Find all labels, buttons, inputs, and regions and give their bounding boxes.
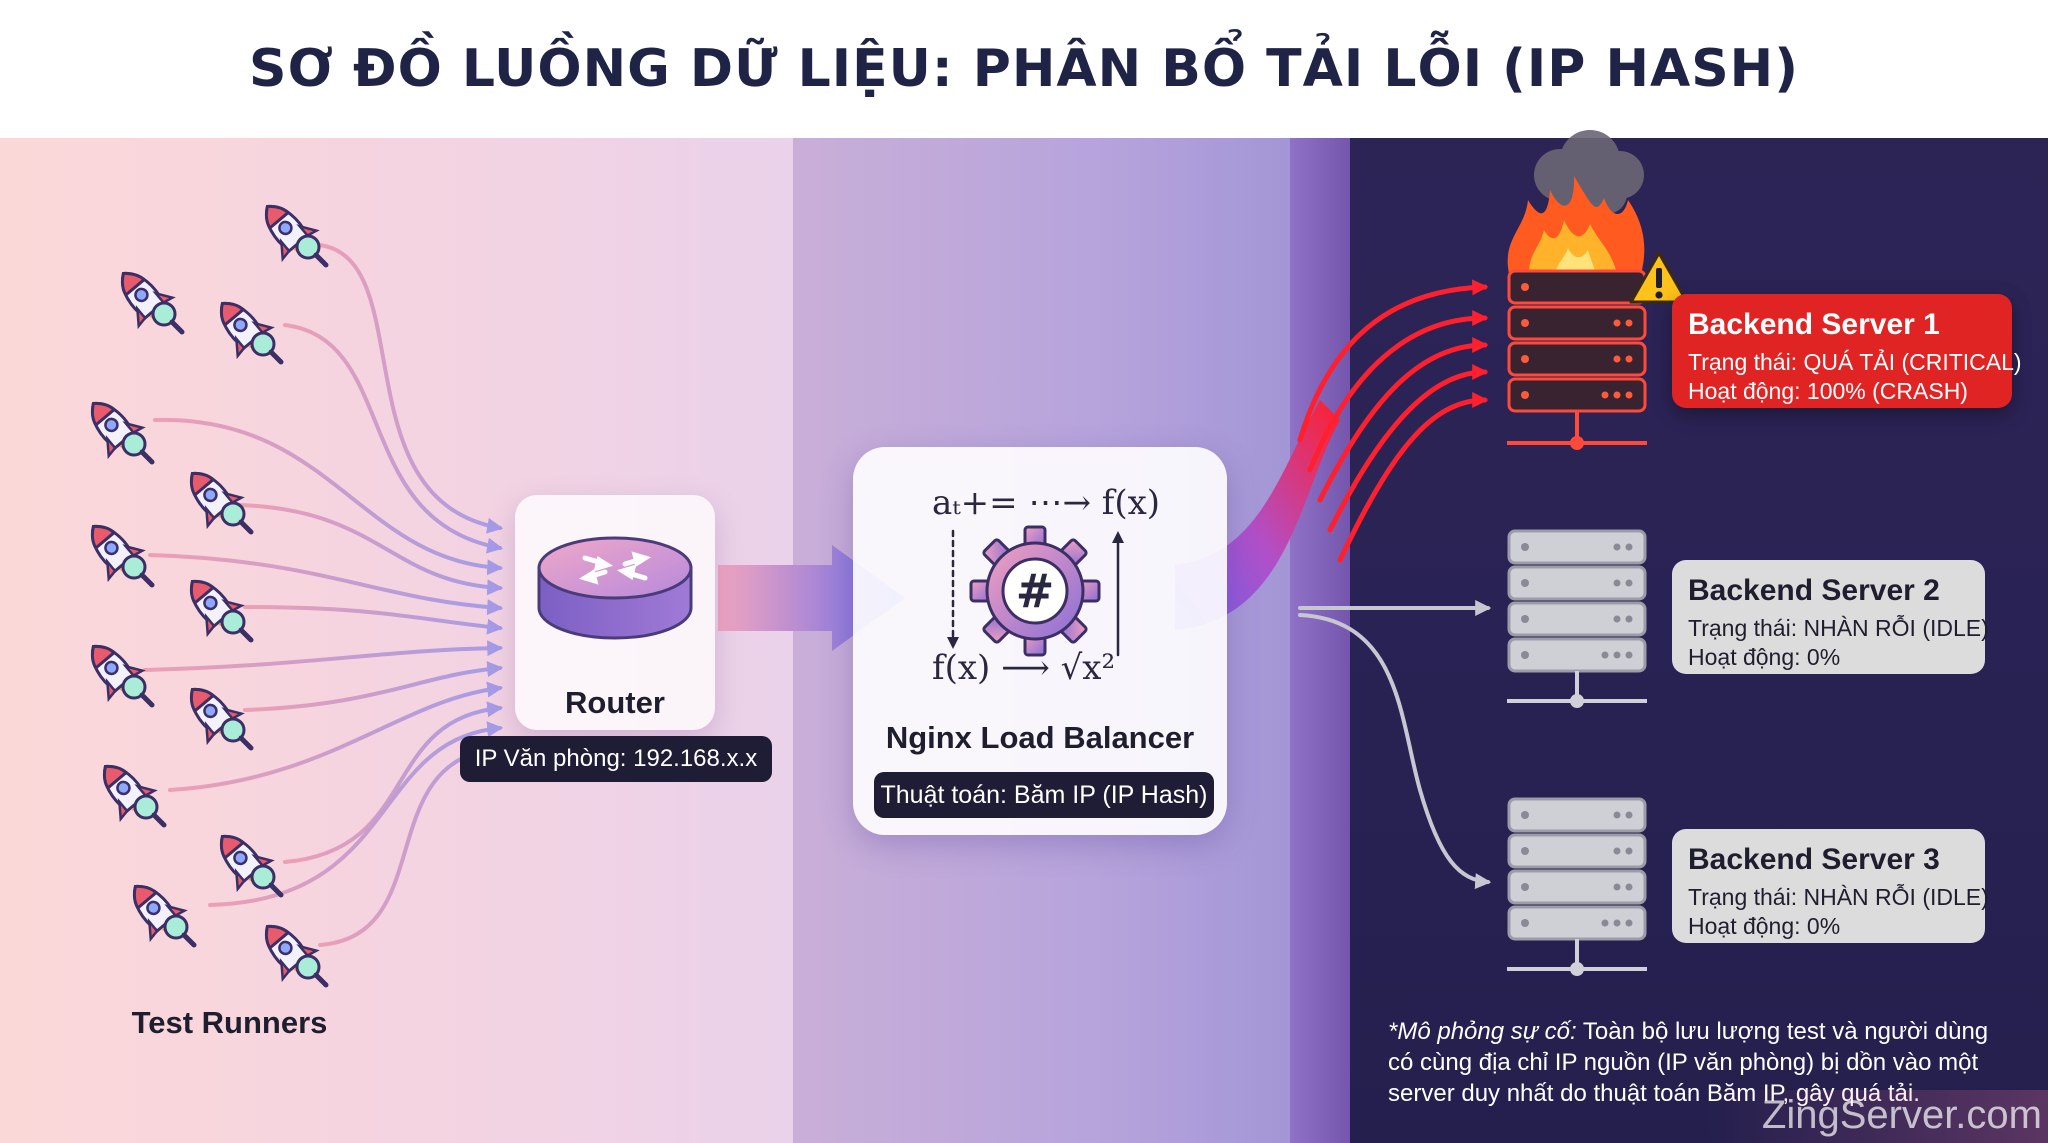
rocket-magnifier-icon	[132, 884, 197, 948]
runner-flow	[168, 681, 504, 792]
zone-divider	[1290, 138, 1350, 1143]
router-ip-label: IP Văn phòng: 192.168.x.x	[460, 736, 772, 782]
overload-flows	[1297, 279, 1489, 563]
page-title: SƠ ĐỒ LUỒNG DỮ LIỆU: PHÂN BỔ TẢI LỖI (IP…	[249, 39, 1799, 99]
runner-flow	[243, 661, 504, 712]
server-2-name: Backend Server 2	[1688, 574, 1940, 607]
header: SƠ ĐỒ LUỒNG DỮ LIỆU: PHÂN BỔ TẢI LỖI (IP…	[0, 0, 2048, 138]
formula-top: aₜ+= ⋯→ f(x)	[932, 483, 1161, 523]
overload-flow	[1337, 392, 1489, 563]
server-3-activity: Hoạt động: 0%	[1688, 913, 1841, 939]
server-1-activity: Hoạt động: 100% (CRASH)	[1688, 378, 1968, 404]
idle-flow-server-3	[1298, 613, 1492, 890]
incident-note: *Mô phỏng sự cố: Toàn bộ lưu lượng test …	[1388, 1016, 2008, 1109]
overload-flow	[1307, 310, 1489, 473]
incident-note-text: Toàn bộ lưu lượng test và người dùng có …	[1388, 1018, 1989, 1107]
rocket-magnifier-icon	[264, 204, 329, 268]
runner-flow	[143, 640, 504, 672]
overload-flow	[1317, 337, 1489, 503]
server-1-status: Trạng thái: QUÁ TẢI (CRITICAL)	[1688, 349, 2022, 375]
rocket-magnifier-icon	[90, 644, 155, 708]
server-3-status: Trạng thái: NHÀN RỖI (IDLE)	[1688, 884, 1989, 910]
watermark: ZingServer.com	[1705, 1090, 2048, 1143]
idle-flows	[1298, 600, 1492, 890]
router-icon	[537, 536, 693, 640]
overload-flow	[1327, 364, 1489, 533]
server-1-name: Backend Server 1	[1688, 308, 1940, 341]
runner-flow	[148, 553, 504, 616]
hash-gear-icon: #	[947, 525, 1124, 657]
runner-flows	[143, 243, 504, 947]
runner-flow	[318, 741, 504, 947]
server-1-info-card[interactable]: Backend Server 1 Trạng thái: QUÁ TẢI (CR…	[1672, 294, 2022, 408]
router-name: Router	[565, 685, 665, 720]
runner-flow	[153, 417, 504, 576]
server-3-info-card[interactable]: Backend Server 3 Trạng thái: NHÀN RỖI (I…	[1672, 829, 1989, 943]
runners-label: Test Runners	[131, 1005, 328, 1040]
rocket-magnifier-icon	[219, 834, 284, 898]
rocket-magnifier-icon	[120, 271, 185, 335]
server-rack-icon	[1507, 797, 1647, 976]
rocket-magnifier-icon	[189, 687, 254, 751]
runner-flow	[283, 323, 504, 554]
rocket-magnifier-icon	[90, 401, 155, 465]
rocket-magnifier-icon	[219, 301, 284, 365]
runner-flow	[318, 243, 504, 534]
runner-flow	[243, 605, 504, 635]
server-2-status: Trạng thái: NHÀN RỖI (IDLE)	[1688, 615, 1989, 641]
warning-icon	[1629, 251, 1689, 304]
runner-flow	[238, 503, 504, 596]
server-rack-icon	[1507, 529, 1647, 708]
rocket-magnifier-icon	[189, 471, 254, 535]
incident-note-lead: *Mô phỏng sự cố:	[1388, 1018, 1577, 1045]
server-2-info-card[interactable]: Backend Server 2 Trạng thái: NHÀN RỖI (I…	[1672, 560, 1989, 674]
server-3-name: Backend Server 3	[1688, 843, 1940, 876]
overload-flow	[1297, 279, 1489, 443]
svg-text:#: #	[1016, 564, 1055, 618]
rocket-magnifier-icon	[189, 579, 254, 643]
rocket-magnifier-icon	[102, 764, 167, 828]
server-2-activity: Hoạt động: 0%	[1688, 644, 1841, 670]
rocket-magnifier-icon	[90, 524, 155, 588]
load-balancer-name: Nginx Load Balancer	[885, 720, 1195, 755]
runner-flow	[208, 721, 504, 907]
formula-bottom: f(x) ⟶ √x²	[932, 648, 1116, 688]
load-balancer-algorithm: Thuật toán: Băm IP (IP Hash)	[874, 772, 1214, 818]
runner-flow	[283, 701, 504, 864]
rocket-magnifier-icon	[264, 924, 329, 988]
